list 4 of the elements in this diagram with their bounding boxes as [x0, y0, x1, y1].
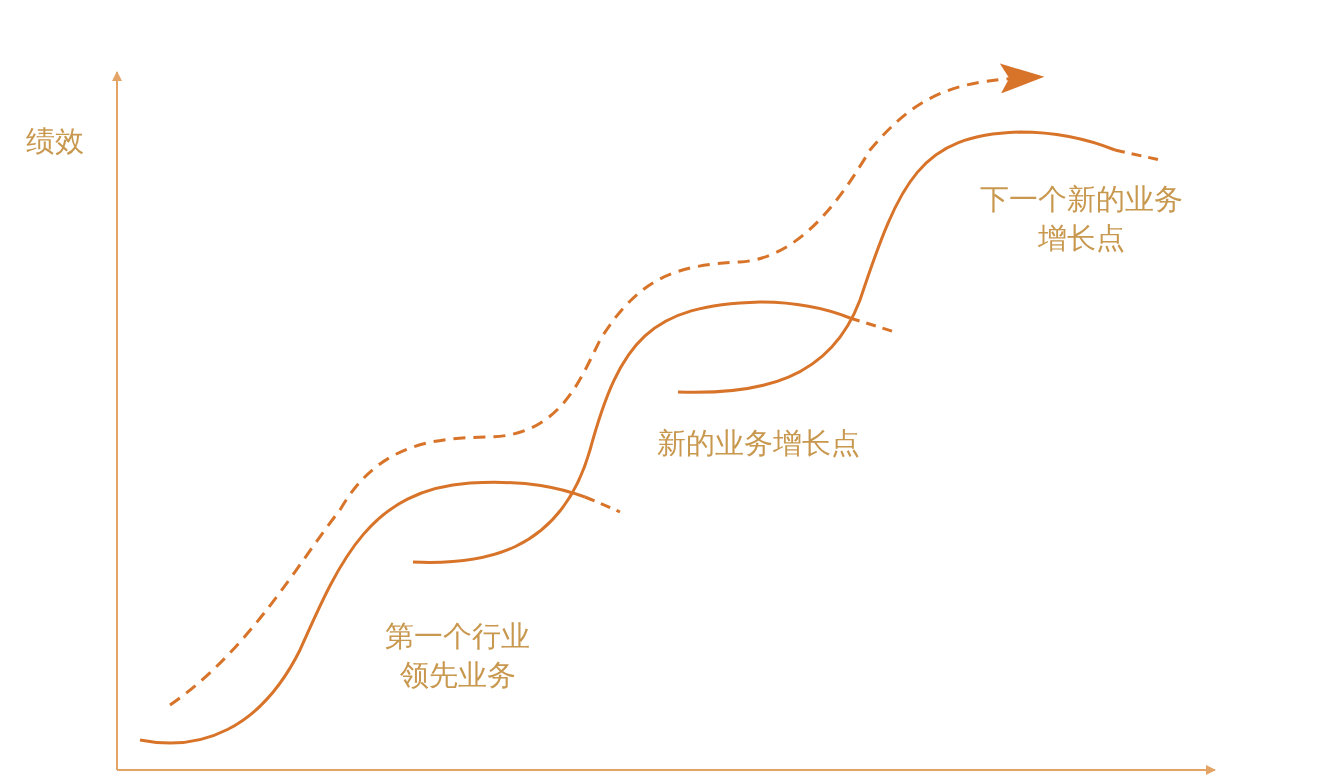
curve-label: 下一个新的业务增长点: [980, 181, 1183, 258]
curve-label: 第一个行业领先业务: [385, 618, 530, 695]
curve-label: 新的业务增长点: [657, 425, 860, 462]
axis-label: 绩效: [26, 123, 84, 160]
